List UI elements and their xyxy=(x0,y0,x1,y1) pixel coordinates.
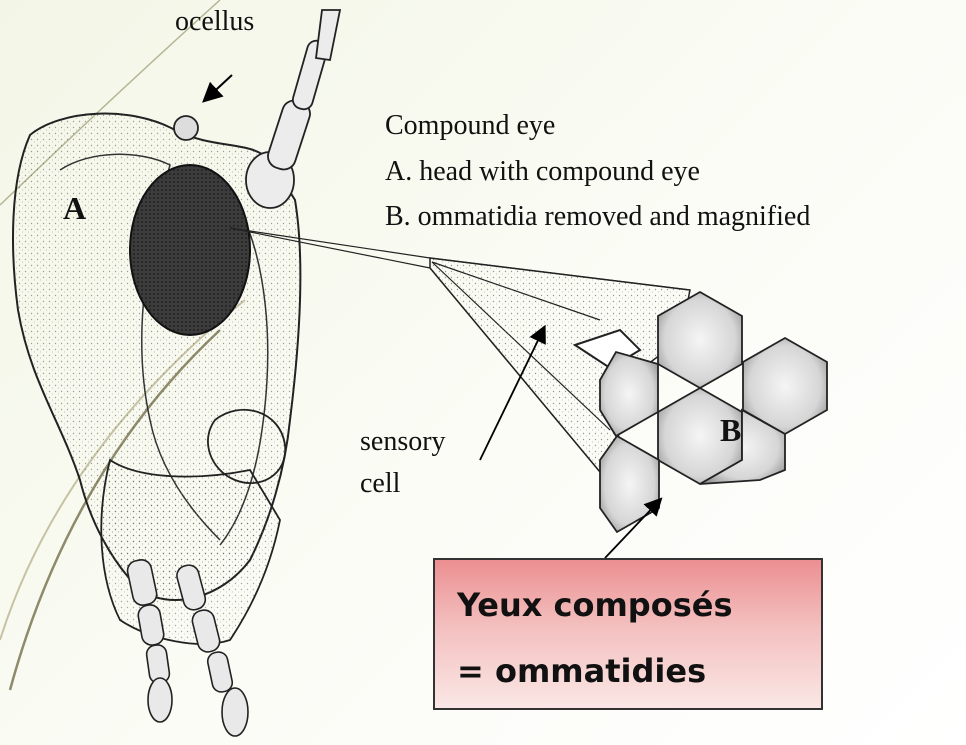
callout-line-2: = ommatidies xyxy=(457,652,706,690)
sensory-label: sensory xyxy=(360,428,446,456)
caption-a: A. head with compound eye xyxy=(385,158,700,186)
mouthparts xyxy=(101,460,280,644)
caption-b: B. ommatidia removed and magnified xyxy=(385,203,810,231)
antenna xyxy=(246,10,340,208)
magnified-letter-label: B xyxy=(720,414,741,446)
compound-eye xyxy=(130,165,250,335)
callout-line-1: Yeux composés xyxy=(457,586,732,624)
callout-box: Yeux composés = ommatidies xyxy=(433,558,823,710)
head-letter-label: A xyxy=(63,192,86,224)
ocellus xyxy=(174,116,198,140)
ocellus-label: ocellus xyxy=(175,8,254,36)
ocellus-arrow xyxy=(205,75,232,100)
diagram-title: Compound eye xyxy=(385,112,555,140)
cell-label: cell xyxy=(360,470,400,498)
